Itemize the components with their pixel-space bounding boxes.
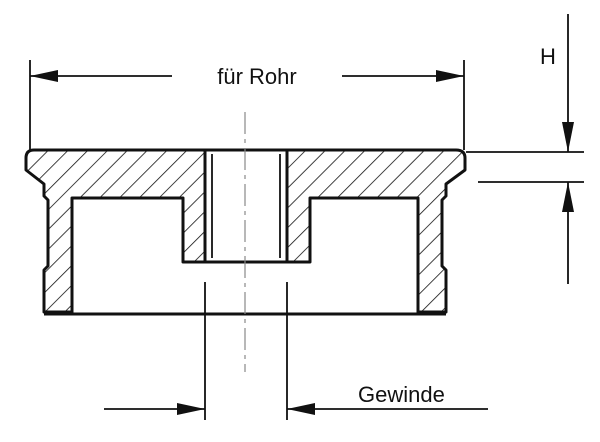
height-dimension-label: H: [540, 44, 556, 69]
arrow-right-icon: [436, 70, 464, 82]
arrow-left-icon: [30, 70, 58, 82]
arrow-right-icon: [177, 403, 205, 415]
arrow-up-icon: [562, 182, 574, 212]
thread-dimension-label: Gewinde: [358, 382, 445, 407]
arrow-down-icon: [562, 122, 574, 152]
pipe-dimension-label: für Rohr: [217, 64, 296, 89]
cap-section-left: [24, 148, 207, 314]
arrow-left-icon: [287, 403, 315, 415]
cap-section-right: [285, 148, 467, 314]
thread-insert: [203, 148, 289, 264]
